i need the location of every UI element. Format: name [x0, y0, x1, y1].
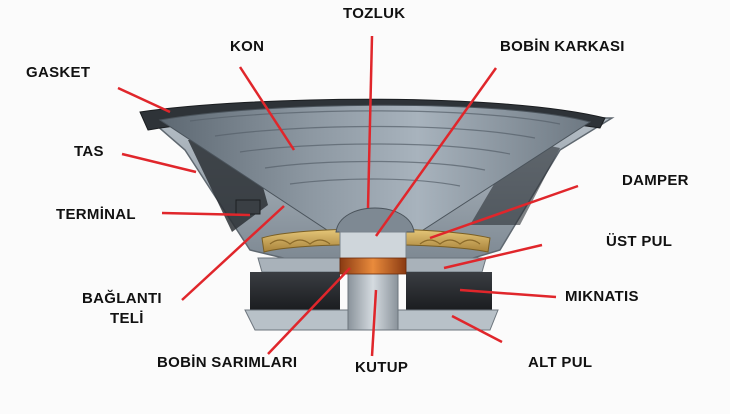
label-tas: TAS	[74, 143, 104, 160]
leader-bobin-karkasi	[374, 67, 498, 237]
label-alt-pul: ALT PUL	[528, 354, 593, 371]
dust-cap	[335, 207, 415, 233]
label-baglanti-line1: BAĞLANTI	[82, 290, 162, 307]
magnet-right	[406, 272, 492, 310]
leader-kon	[238, 66, 296, 151]
leader-tozluk	[366, 35, 374, 209]
label-kon: KON	[230, 38, 265, 55]
label-damper: DAMPER	[622, 172, 689, 189]
top-plate	[257, 257, 341, 273]
leader-miknatis	[459, 288, 557, 299]
cone	[158, 104, 592, 233]
label-terminal: TERMİNAL	[56, 206, 136, 223]
coil-windings	[339, 257, 407, 275]
leader-tas	[121, 152, 197, 174]
leader-terminal	[161, 211, 251, 217]
label-gasket: GASKET	[26, 64, 91, 81]
leader-bobin-sarimlari	[267, 267, 351, 355]
label-baglanti-line2: TELİ	[110, 310, 144, 327]
leader-gasket	[117, 86, 171, 114]
label-kutup: KUTUP	[355, 359, 409, 376]
label-bobin-sarimlari: BOBİN SARIMLARI	[157, 354, 298, 371]
label-bobin-karkasi: BOBİN KARKASI	[500, 38, 625, 55]
label-tozluk: TOZLUK	[343, 5, 406, 22]
terminal-block	[235, 199, 261, 215]
leader-baglanti-teli	[181, 205, 285, 301]
leader-lines	[117, 35, 579, 357]
leader-alt-pul	[451, 314, 503, 344]
leader-damper	[429, 184, 579, 240]
label-ust-pul: ÜST PUL	[606, 233, 673, 250]
leader-ust-pul	[443, 243, 543, 270]
label-miknatis: MIKNATIS	[565, 288, 639, 305]
leader-kutup	[370, 289, 378, 357]
basket-window-right	[470, 140, 560, 225]
coil-former	[339, 231, 407, 261]
